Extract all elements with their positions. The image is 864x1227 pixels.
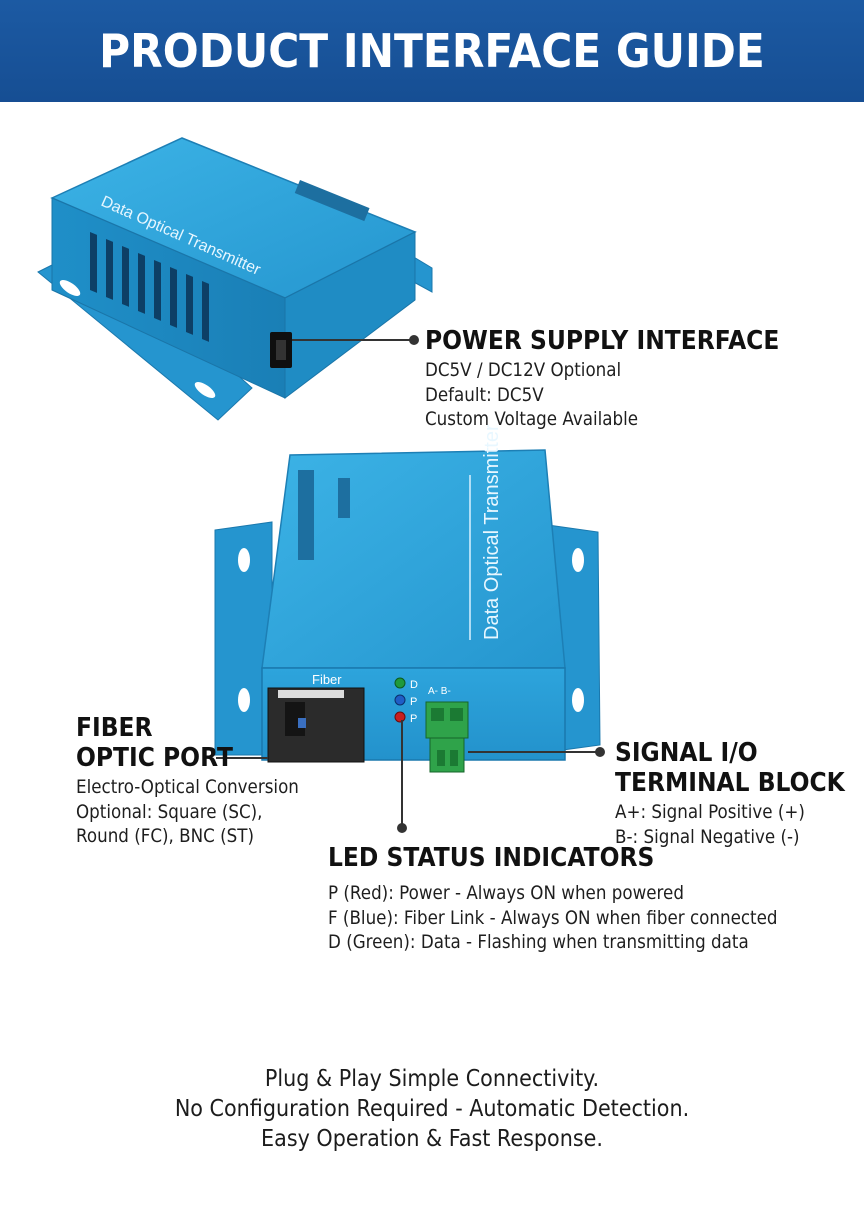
fiber-port-desc: Electro-Optical Conversion Optional: Squ… <box>76 775 299 849</box>
led-line-2: F (Blue): Fiber Link - Always ON when fi… <box>328 906 778 929</box>
led-line-3: D (Green): Data - Flashing when transmit… <box>328 931 749 953</box>
led-data-green <box>394 677 406 689</box>
power-line-2: Default: DC5V <box>425 383 544 406</box>
led-label-p2: P <box>410 713 417 725</box>
led-status-title: LED STATUS INDICATORS <box>328 843 655 873</box>
footer-line-1: Plug & Play Simple Connectivity. <box>264 1066 600 1092</box>
terminal-labels: A- B- <box>428 686 451 697</box>
led-fiber-blue <box>394 694 406 706</box>
footer-line-3: Easy Operation & Fast Response. <box>261 1126 603 1152</box>
fiber-line-3: Round (FC), BNC (ST) <box>76 825 255 847</box>
header-banner: PRODUCT INTERFACE GUIDE <box>0 0 864 102</box>
footer-tagline: Plug & Play Simple Connectivity. No Conf… <box>0 1064 864 1154</box>
power-line-1: DC5V / DC12V Optional <box>425 359 622 381</box>
device-unit-front: Data Optical Transmitter Fiber D P P A- … <box>214 424 601 773</box>
fiber-port-label: Fiber <box>312 672 342 687</box>
page-title: PRODUCT INTERFACE GUIDE <box>99 24 765 78</box>
device-label-front: Data Optical Transmitter <box>481 424 503 640</box>
device-unit-top: Data Optical Transmitter <box>37 137 433 421</box>
signal-io-title-line2: TERMINAL BLOCK <box>615 768 845 798</box>
signal-line-2: B-: Signal Negative (-) <box>615 825 800 848</box>
led-label-d: D <box>410 679 418 691</box>
fiber-optic-port <box>267 687 365 763</box>
fiber-port-title-line2: OPTIC PORT <box>76 743 234 773</box>
fiber-port-title-line1: FIBER <box>76 713 153 743</box>
power-supply-desc: DC5V / DC12V Optional Default: DC5V Cust… <box>425 358 638 432</box>
signal-line-1: A+: Signal Positive (+) <box>615 801 805 823</box>
power-line-3: Custom Voltage Available <box>425 408 639 430</box>
signal-io-title-line1: SIGNAL I/O <box>615 738 758 768</box>
fiber-line-1: Electro-Optical Conversion <box>76 776 299 798</box>
footer-line-2: No Configuration Required - Automatic De… <box>174 1096 690 1122</box>
callout-leaders <box>216 335 605 833</box>
led-power-red <box>394 711 406 723</box>
signal-io-desc: A+: Signal Positive (+) B-: Signal Negat… <box>615 800 805 849</box>
fiber-line-2: Optional: Square (SC), <box>76 800 263 823</box>
led-line-1: P (Red): Power - Always ON when powered <box>328 882 684 904</box>
led-status-desc: P (Red): Power - Always ON when powered … <box>328 881 778 955</box>
led-label-p1: P <box>410 696 417 708</box>
power-supply-title: POWER SUPPLY INTERFACE <box>425 326 780 356</box>
